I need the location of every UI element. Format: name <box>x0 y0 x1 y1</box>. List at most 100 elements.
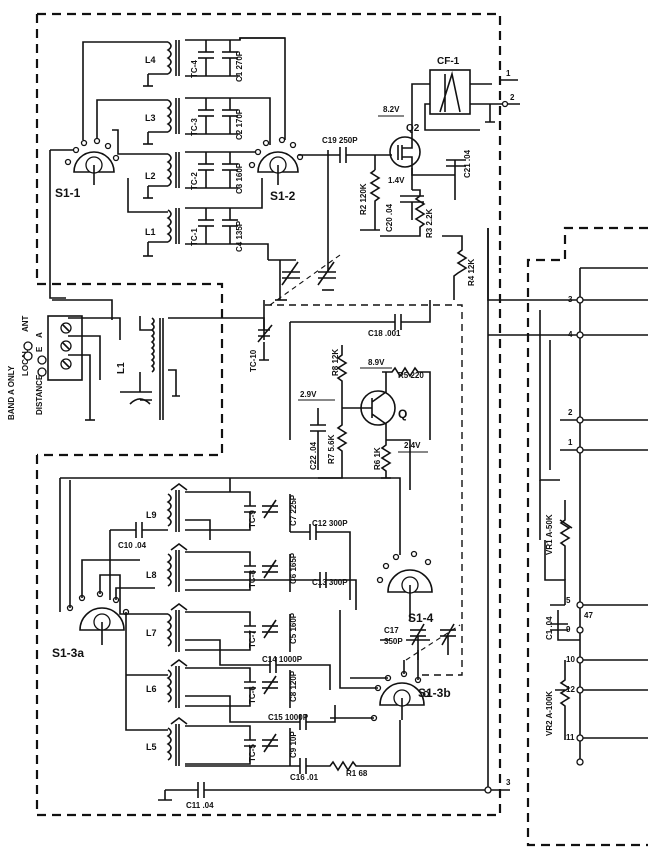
coil-l4 <box>143 37 285 87</box>
fet-rf-stage: C19 250P Q2 8.2V R2 120K C20 .04 1.4V R3… <box>298 83 476 300</box>
c17-label: C17 <box>384 626 399 635</box>
r3-label: R3 2.2K <box>425 208 434 238</box>
c12-label: C12 300P <box>312 519 348 528</box>
switch-s1-4: S1-4 <box>376 550 434 625</box>
tc6-label: TC-6 <box>248 686 257 704</box>
rf-section-enclosure <box>35 12 502 457</box>
switch-s1-3a: S1-3a <box>52 480 168 731</box>
mixer-section-enclosure <box>35 268 502 817</box>
tc8-label: TC-8 <box>248 570 257 588</box>
l3-label: L3 <box>145 113 156 123</box>
v24-label: 2.4V <box>404 441 421 450</box>
cf1-pin-2: 2 <box>510 93 515 102</box>
pin-3-bottom: 3 <box>506 778 511 787</box>
q2-label: Q2 <box>406 123 420 134</box>
coil-l3 <box>143 97 240 145</box>
r7-label: R7 5.6K <box>327 434 336 464</box>
q-label: Q <box>398 407 407 421</box>
tc5-label: TC-5 <box>248 744 257 762</box>
pin-2-label: 2 <box>568 408 573 417</box>
r4-label: R4 12K <box>467 259 476 286</box>
c1-label: C1 270P <box>235 50 244 82</box>
l8-label: L8 <box>146 570 157 580</box>
s1-2-label: S1-2 <box>270 189 296 203</box>
pin-3-label: 3 <box>568 295 573 304</box>
switch-s1-2: S1-2 <box>248 136 304 203</box>
l6-label: L6 <box>146 684 157 694</box>
l7-label: L7 <box>146 628 157 638</box>
l5-label: L5 <box>146 742 157 752</box>
r1-label: R1 68 <box>346 769 368 778</box>
switch-s1-1: S1-1 <box>55 137 120 200</box>
c20-label: C20 .04 <box>385 203 394 232</box>
tc2-label: TC-2 <box>190 172 199 190</box>
r6-label: R6 1K <box>373 447 382 470</box>
switch-s1-3b: S1-3b <box>330 610 451 722</box>
capacitor-c17: C17 350P <box>380 623 461 661</box>
v89-label: 8.9V <box>368 358 385 367</box>
tc7-label: TC-7 <box>248 630 257 648</box>
coil-l1 <box>143 207 240 257</box>
c11-label: C11 .04 <box>186 801 214 810</box>
c10-label: C10 .04 <box>118 541 147 550</box>
l1-ant-label: L1 <box>116 362 127 374</box>
v29-label: 2.9V <box>300 390 317 399</box>
pin-4-label: 4 <box>568 330 573 339</box>
l4-label: L4 <box>145 55 156 65</box>
v14-label: 1.4V <box>388 176 405 185</box>
ant-label: ANT <box>21 315 30 332</box>
c9-label: C9 10P <box>289 731 298 758</box>
ceramic-filter-cf1: CF-1 1 2 <box>424 56 520 131</box>
mixer-coupling-network: C10 .04 C12 300P C13 300P C14 1000P C15 … <box>59 228 511 810</box>
c17-value: 350P <box>384 637 403 646</box>
c5-label: C5 160P <box>289 612 298 644</box>
capacitor-c18: C18 .001 <box>289 300 431 440</box>
c8-label: C8 120P <box>289 670 298 702</box>
tc4-label: TC-4 <box>190 60 199 78</box>
a-label: A <box>35 332 44 338</box>
e-label: E <box>35 346 44 352</box>
c7-label: C7 225P <box>289 494 298 526</box>
right-board-enclosure <box>526 226 648 847</box>
s1-4-label: S1-4 <box>408 611 434 625</box>
local-label: LOCAL <box>21 348 30 376</box>
tc9-label: TC-9 <box>248 510 257 528</box>
coil-l6 <box>166 659 278 708</box>
c16-label: C16 .01 <box>290 773 319 782</box>
coil-l8 <box>166 543 278 592</box>
mixer-coil-bank: L9 L8 L7 L6 L5 TC-9 TC-8 TC-7 TC-6 TC-5 … <box>146 483 298 766</box>
c21-label: C21 .04 <box>463 149 472 178</box>
r2-label: R2 120K <box>359 183 368 215</box>
l2-label: L2 <box>145 171 156 181</box>
l1-label: L1 <box>145 227 156 237</box>
vr1-label: VR1 A-50K <box>545 514 554 555</box>
bjt-stage: R8 12K 8.9V R5 220 Q 2.9V C22 .04 R7 5.6… <box>298 345 431 490</box>
coil-l7 <box>166 603 278 652</box>
pin-12-label: 12 <box>566 685 575 694</box>
cf1-pin-1: 1 <box>506 69 511 78</box>
cf1-label: CF-1 <box>437 56 460 67</box>
coil-l2 <box>143 151 240 199</box>
c4-label: C4 135P <box>235 220 244 252</box>
pin-9-label: 9 <box>566 625 571 634</box>
right-board: 3 4 2 1 5 9 10 12 11 VR1 A-50K C1 .04 47… <box>484 228 648 794</box>
s1-3b-label: S1-3b <box>418 686 451 700</box>
pin-11-label: 11 <box>566 733 575 742</box>
c15-label: C15 1000P <box>268 713 309 722</box>
antenna-section: L1 TC-10 BAND A ONLY LOCAL DISTANCE ANT … <box>7 149 273 421</box>
vr2-label: VR2 A-100K <box>545 691 554 736</box>
c19-label: C19 250P <box>322 136 358 145</box>
s1-3a-label: S1-3a <box>52 646 84 660</box>
tc3-label: TC-3 <box>190 118 199 136</box>
r5-label: R5 220 <box>398 371 424 380</box>
pin-10-label: 10 <box>566 655 575 664</box>
r47-label: 47 <box>584 611 593 620</box>
r8-label: R8 12K <box>331 349 340 376</box>
coil-l9 <box>166 483 278 532</box>
coil-l5 <box>166 717 278 766</box>
c2-label: C2 170P <box>235 108 244 140</box>
band-a-only-label: BAND A ONLY <box>7 365 16 420</box>
tc1-label: TC-1 <box>190 228 199 246</box>
trimmer-subassembly-enclosure <box>265 304 463 676</box>
c18-label: C18 .001 <box>368 329 401 338</box>
